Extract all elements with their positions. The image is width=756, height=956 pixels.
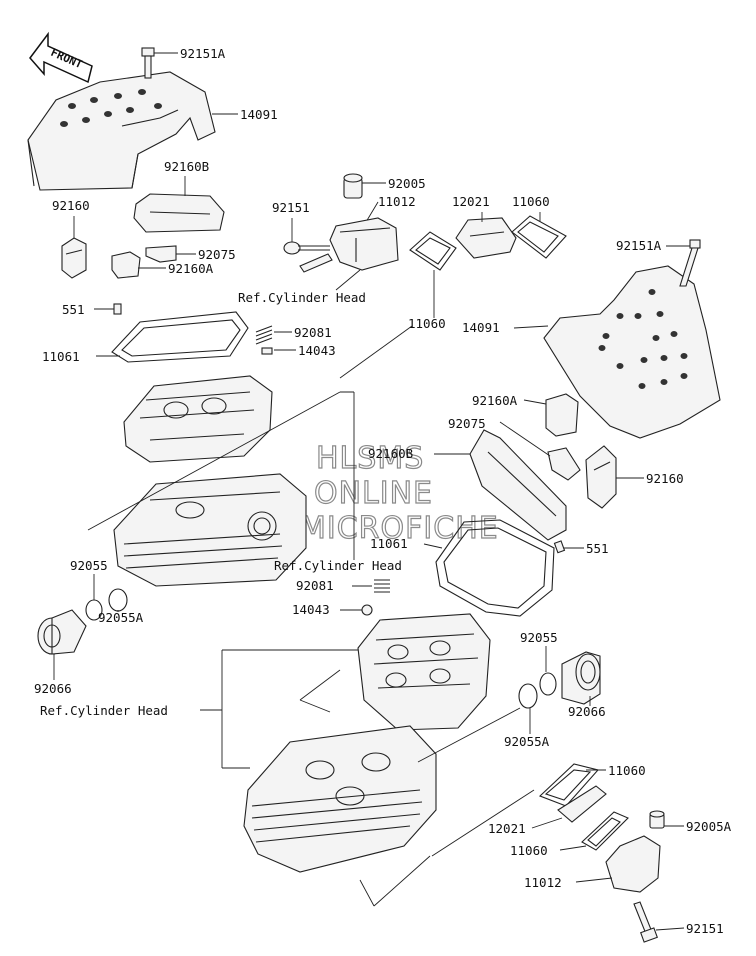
label-92151-mid: 92151 xyxy=(272,200,310,215)
plate-12021-top xyxy=(455,217,517,259)
pipe-92066-left xyxy=(37,609,87,655)
label-92160A-right: 92160A xyxy=(472,393,518,408)
watermark: HLSMS ONLINE MICROFICHE xyxy=(299,440,499,546)
label-92160A-left: 92160A xyxy=(168,261,214,276)
label-11061-left: 11061 xyxy=(42,349,80,364)
label-92160-left: 92160 xyxy=(52,198,90,213)
gasket-11060-bottom2 xyxy=(581,811,629,851)
watermark-line-1: HLSMS xyxy=(316,441,424,476)
plug-14043-top xyxy=(261,347,273,355)
label-ref-cylinder-head-top: Ref.Cylinder Head xyxy=(238,290,366,305)
gasket-11061-left xyxy=(111,311,249,363)
label-92005: 92005 xyxy=(388,176,426,191)
label-14091-right: 14091 xyxy=(462,320,500,335)
plug-14043-mid xyxy=(361,604,373,616)
label-11061-right: 11061 xyxy=(370,536,408,551)
gasket-11060-mid xyxy=(409,231,457,271)
label-92066-right: 92066 xyxy=(568,704,606,719)
label-92151-bottom: 92151 xyxy=(686,921,724,936)
label-92160B-right: 92160B xyxy=(368,446,413,461)
label-92160B-top: 92160B xyxy=(164,159,209,174)
label-551-right: 551 xyxy=(586,541,609,556)
label-92075-left: 92075 xyxy=(198,247,236,262)
label-11060-bottom1: 11060 xyxy=(608,763,646,778)
cover-14091-right xyxy=(543,265,721,439)
cap-92160A-left xyxy=(111,251,141,279)
bolt-92151A-right xyxy=(679,239,701,287)
cap-92005 xyxy=(343,173,363,199)
plate-12021-bottom xyxy=(557,785,607,823)
bolt-92151-bottom xyxy=(633,901,658,943)
label-92151A-right: 92151A xyxy=(616,238,662,253)
clip-92075-left xyxy=(145,245,177,263)
label-12021-top: 12021 xyxy=(452,194,490,209)
label-14043-top: 14043 xyxy=(298,343,336,358)
label-92005A: 92005A xyxy=(686,819,732,834)
cap-92160-left xyxy=(61,237,87,279)
label-14043-mid: 14043 xyxy=(292,602,330,617)
bolt-92151A-top xyxy=(141,47,155,79)
oring-92055-right xyxy=(539,672,557,696)
front-arrow-icon: FRONT xyxy=(29,31,93,84)
gasket-11061-right xyxy=(435,519,555,617)
label-92081-top: 92081 xyxy=(294,325,332,340)
cylinder-head-left xyxy=(113,375,307,587)
label-92075-right: 92075 xyxy=(448,416,486,431)
cap-92160A-right xyxy=(545,393,579,437)
label-11012-bottom: 11012 xyxy=(524,875,562,890)
label-92081-mid: 92081 xyxy=(296,578,334,593)
label-ref-cylinder-head-bottom: Ref.Cylinder Head xyxy=(40,703,168,718)
bracket-92160B-right xyxy=(469,429,567,541)
cylinder-head-rear xyxy=(243,613,491,873)
label-92055-left: 92055 xyxy=(70,558,108,573)
pipe-92066-right xyxy=(561,651,601,705)
label-92055A-right: 92055A xyxy=(504,734,550,749)
cap-92160-right xyxy=(585,445,617,509)
label-92160-right: 92160 xyxy=(646,471,684,486)
gasket-11060-top xyxy=(511,215,567,259)
bracket-92160B-top xyxy=(133,193,225,233)
label-14091-top: 14091 xyxy=(240,107,278,122)
spring-92081-top xyxy=(255,325,273,345)
label-ref-cylinder-head-mid: Ref.Cylinder Head xyxy=(274,558,402,573)
spring-92081-mid xyxy=(374,579,390,593)
clip-92075-right xyxy=(547,447,581,481)
cap-92005A xyxy=(649,810,665,829)
bolt-92151-mid xyxy=(283,241,330,255)
label-92151A-top: 92151A xyxy=(180,46,226,61)
label-92066-left: 92066 xyxy=(34,681,72,696)
breather-11012-top xyxy=(329,217,399,271)
label-92055A-left: 92055A xyxy=(98,610,144,625)
watermark-line-3: MICROFICHE xyxy=(300,511,499,546)
label-11012-top: 11012 xyxy=(378,194,416,209)
cover-14091-front xyxy=(27,71,216,191)
breather-11012-bottom xyxy=(605,835,661,893)
label-92055-right: 92055 xyxy=(520,630,558,645)
label-11060-bottom2: 11060 xyxy=(510,843,548,858)
watermark-line-2: ONLINE xyxy=(314,476,433,511)
oring-92055A-right xyxy=(518,683,538,709)
oring-92055A-left xyxy=(108,588,128,612)
label-11060-mid: 11060 xyxy=(408,316,446,331)
dowel-551-left xyxy=(113,303,122,315)
label-12021-bottom: 12021 xyxy=(488,821,526,836)
dowel-551-right xyxy=(553,540,566,554)
label-551-left: 551 xyxy=(62,302,85,317)
label-11060-top: 11060 xyxy=(512,194,550,209)
